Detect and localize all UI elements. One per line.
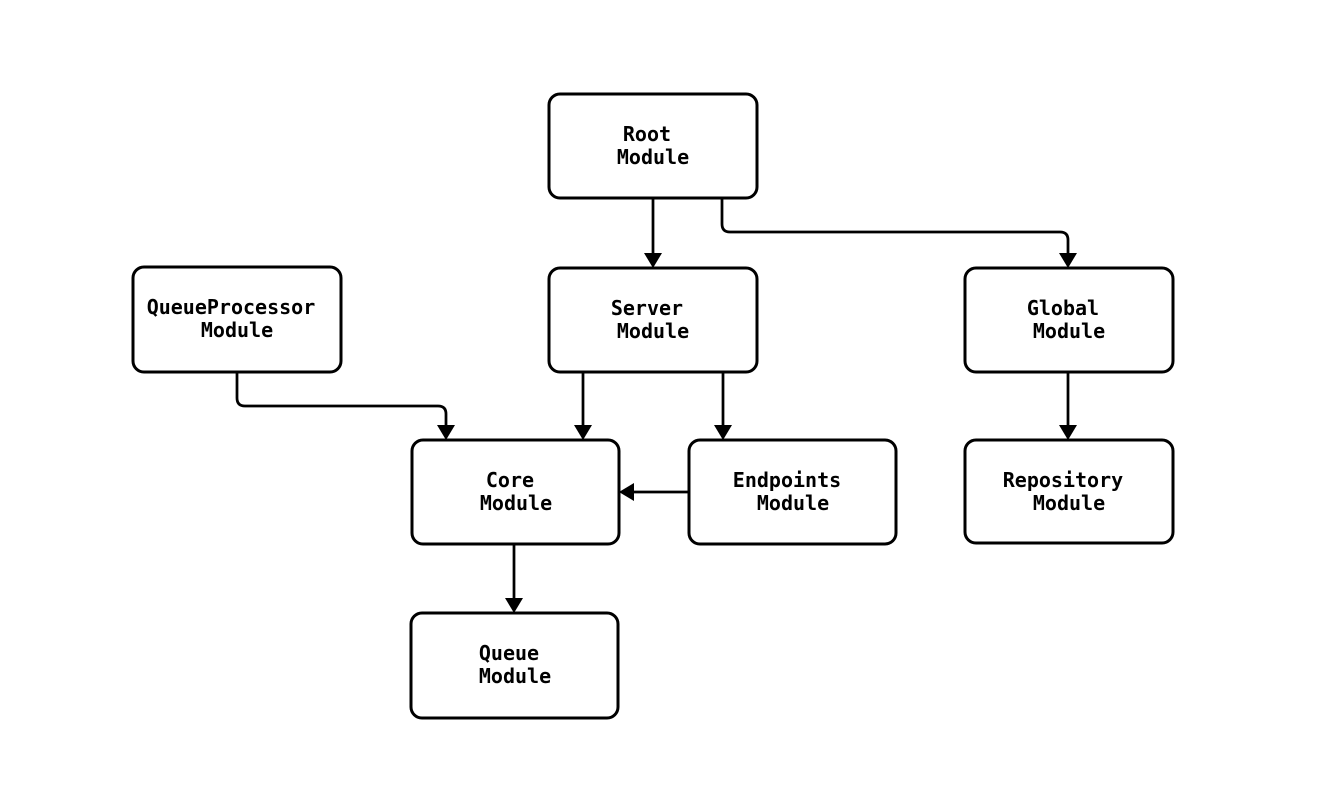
edge-global-to-repository (1059, 372, 1077, 440)
node-box (687, 438, 898, 546)
node-label-line2: Module (757, 491, 829, 515)
node-label-line1: Root (623, 122, 671, 146)
node-root-module: Root Module (547, 92, 759, 200)
node-box (410, 438, 621, 546)
node-label-line2: Module (480, 491, 552, 515)
edge-queueprocessor-to-core (235, 372, 455, 440)
edge-core-to-queue (505, 544, 523, 613)
node-label-line2: Module (201, 318, 273, 342)
node-box (963, 266, 1175, 374)
node-label-line1: Repository (1003, 468, 1123, 492)
arrowhead-down-icon (1059, 425, 1077, 440)
node-queue-module: Queue Module (409, 611, 620, 720)
edge-line (235, 372, 448, 428)
nodes-layer: Root Module QueueProcessor Module Server… (131, 92, 1175, 720)
edge-root-to-global (720, 198, 1077, 268)
node-label: Queue Module (479, 641, 551, 688)
edge-server-to-core (574, 372, 592, 440)
node-repository-module: Repository Module (963, 438, 1175, 545)
node-global-module: Global Module (963, 266, 1175, 374)
node-label: Endpoints Module (733, 468, 853, 515)
arrowhead-down-icon (574, 425, 592, 440)
node-label-line1: Server (611, 296, 683, 320)
arrowhead-left-icon (619, 483, 634, 501)
arrowhead-down-icon (437, 425, 455, 440)
node-label: Global Module (1027, 296, 1111, 343)
node-label-line2: Module (1033, 491, 1105, 515)
node-label-line1: Queue (479, 641, 539, 665)
node-queueprocessor-module: QueueProcessor Module (131, 265, 343, 374)
edge-server-to-endpoints (714, 372, 732, 440)
node-label-line2: Module (617, 145, 689, 169)
node-label-line2: Module (617, 319, 689, 343)
edges-layer (235, 198, 1077, 613)
arrowhead-down-icon (714, 425, 732, 440)
node-label-line1: Core (486, 468, 534, 492)
node-label-line1: Endpoints (733, 468, 841, 492)
arrowhead-down-icon (1059, 253, 1077, 268)
node-box (547, 266, 759, 374)
node-label: QueueProcessor Module (147, 295, 328, 342)
node-endpoints-module: Endpoints Module (687, 438, 898, 546)
node-label-line2: Module (1033, 319, 1105, 343)
node-label-line2: Module (479, 664, 551, 688)
node-label: Core Module (480, 468, 552, 515)
edge-line (720, 198, 1070, 256)
node-box (547, 92, 759, 200)
node-label: Repository Module (1003, 468, 1135, 515)
node-box (963, 438, 1175, 545)
node-box (409, 611, 620, 720)
node-label: Root Module (617, 122, 689, 169)
node-label-line1: QueueProcessor (147, 295, 316, 319)
node-core-module: Core Module (410, 438, 621, 546)
arrowhead-down-icon (505, 598, 523, 613)
edge-endpoints-to-core (619, 483, 689, 501)
node-label: Server Module (611, 296, 695, 343)
edge-root-to-server (644, 198, 662, 268)
node-server-module: Server Module (547, 266, 759, 374)
arrowhead-down-icon (644, 253, 662, 268)
node-label-line1: Global (1027, 296, 1099, 320)
node-box (131, 265, 343, 374)
